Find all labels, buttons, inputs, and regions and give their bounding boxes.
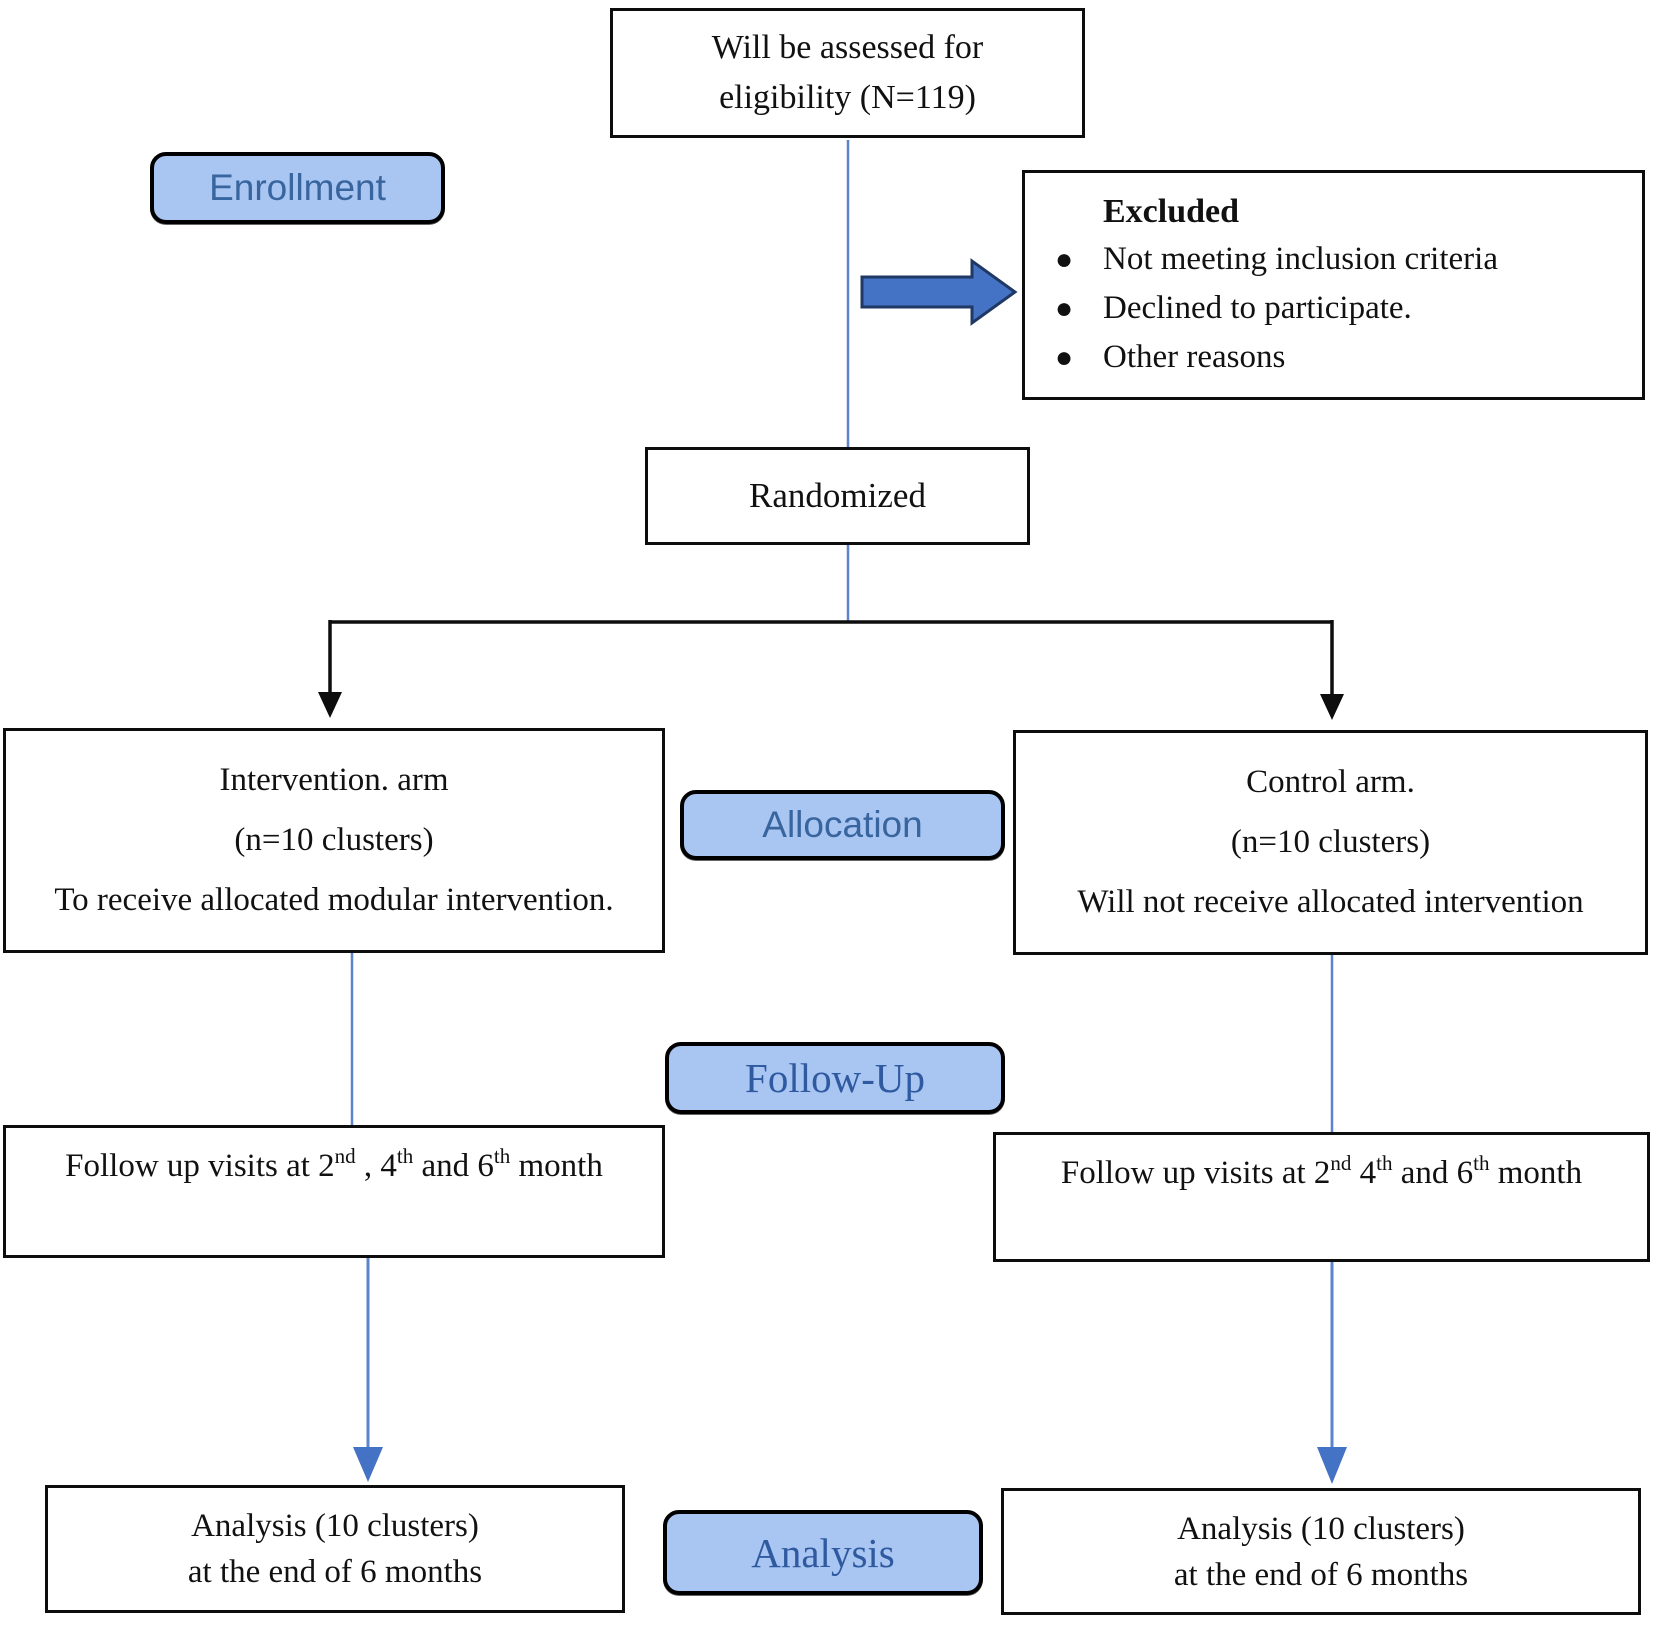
superscript: th xyxy=(1473,1151,1490,1175)
allocation-stage-label: Allocation xyxy=(680,790,1005,860)
eligibility-line2: eligibility (N=119) xyxy=(719,79,976,116)
excluded-bullet-text: Declined to participate. xyxy=(1103,290,1412,326)
branch-right-arrowhead-icon xyxy=(1320,694,1344,720)
excluded-bullet-item: ● Other reasons xyxy=(1025,339,1642,376)
bullet-icon: ● xyxy=(1055,292,1074,325)
superscript: th xyxy=(396,1144,414,1168)
bullet-icon: ● xyxy=(1055,341,1074,374)
followup-stage-label: Follow-Up xyxy=(665,1042,1005,1114)
superscript: nd xyxy=(1330,1151,1352,1175)
superscript: th xyxy=(1376,1151,1393,1175)
eligibility-line1: Will be assessed for xyxy=(711,29,984,66)
intervention-line2: (n=10 clusters) xyxy=(234,822,434,858)
excluded-bullet-text: Other reasons xyxy=(1103,339,1286,375)
followup-right-text: month xyxy=(1489,1155,1583,1191)
control-arm-box: Control arm. (n=10 clusters) Will not re… xyxy=(1013,730,1648,955)
intervention-line1: Intervention. arm xyxy=(219,762,449,798)
followup-right-text: Follow up visits at 2 xyxy=(1060,1155,1331,1191)
excluded-bullet-item: ● Not meeting inclusion criteria xyxy=(1025,241,1642,278)
analysis-right-arrowhead-icon xyxy=(1317,1447,1347,1484)
control-line1: Control arm. xyxy=(1246,764,1415,800)
analysis-right-line1: Analysis (10 clusters) xyxy=(1177,1510,1465,1547)
intervention-line3: To receive allocated modular interventio… xyxy=(54,882,614,918)
control-line2: (n=10 clusters) xyxy=(1230,824,1431,860)
excluded-bullet-item: ● Declined to participate. xyxy=(1025,290,1642,327)
branch-left-arrowhead-icon xyxy=(318,692,342,718)
followup-label-text: Follow-Up xyxy=(745,1055,925,1101)
followup-left-box: Follow up visits at 2nd , 4th and 6th mo… xyxy=(3,1125,665,1258)
followup-right-text: and 6 xyxy=(1392,1155,1474,1191)
control-line3: Will not receive allocated intervention xyxy=(1077,884,1584,920)
analysis-left-box: Analysis (10 clusters) at the end of 6 m… xyxy=(45,1485,625,1613)
enrollment-label-text: Enrollment xyxy=(209,167,386,208)
followup-left-text: month xyxy=(510,1148,603,1184)
analysis-right-line2: at the end of 6 months xyxy=(1173,1556,1469,1593)
enrollment-stage-label: Enrollment xyxy=(150,152,445,224)
eligibility-box: Will be assessed for eligibility (N=119) xyxy=(610,8,1085,138)
followup-left-text: and 6 xyxy=(413,1148,494,1184)
randomized-label-text: Randomized xyxy=(749,476,926,515)
analysis-label-text: Analysis xyxy=(751,1529,895,1576)
excluded-box: Excluded ● Not meeting inclusion criteri… xyxy=(1022,170,1645,400)
followup-left-text: Follow up visits at 2 xyxy=(65,1148,335,1184)
followup-right-box: Follow up visits at 2nd 4th and 6th mont… xyxy=(993,1132,1650,1262)
analysis-left-line2: at the end of 6 months xyxy=(187,1554,483,1590)
superscript: th xyxy=(493,1144,511,1168)
followup-right-text: 4 xyxy=(1351,1155,1377,1191)
randomized-box: Randomized xyxy=(645,447,1030,545)
analysis-right-box: Analysis (10 clusters) at the end of 6 m… xyxy=(1001,1488,1641,1615)
excluded-title: Excluded xyxy=(1103,193,1240,230)
superscript: nd xyxy=(334,1144,356,1168)
analysis-left-line1: Analysis (10 clusters) xyxy=(191,1508,479,1544)
excluded-block-arrow-icon xyxy=(860,258,1018,326)
bullet-icon: ● xyxy=(1055,243,1074,276)
followup-left-text: , 4 xyxy=(355,1148,397,1184)
excluded-bullet-list: ● Not meeting inclusion criteria ● Decli… xyxy=(1025,241,1642,376)
analysis-stage-label: Analysis xyxy=(663,1510,983,1595)
intervention-arm-box: Intervention. arm (n=10 clusters) To rec… xyxy=(3,728,665,953)
analysis-left-arrowhead-icon xyxy=(353,1447,383,1482)
excluded-bullet-text: Not meeting inclusion criteria xyxy=(1103,241,1498,277)
allocation-label-text: Allocation xyxy=(762,804,923,845)
